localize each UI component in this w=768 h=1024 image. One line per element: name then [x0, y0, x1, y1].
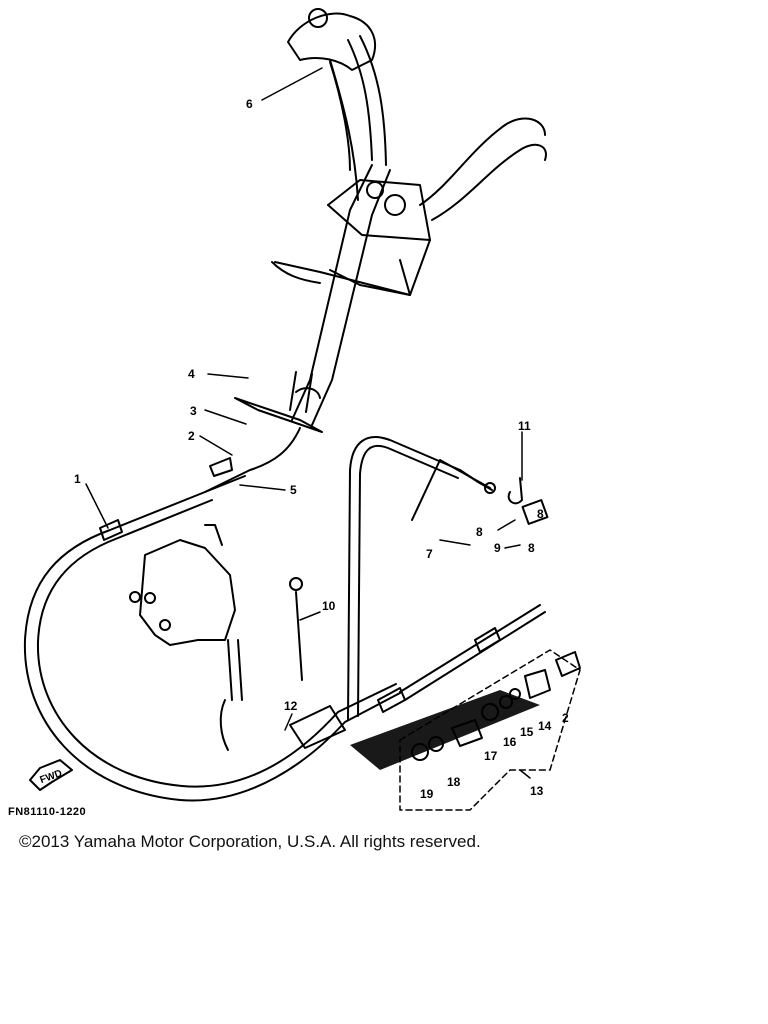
callout-5: 5 [290, 483, 297, 497]
callout-11: 11 [518, 419, 531, 433]
plate [411, 459, 491, 521]
fitting-parts [350, 651, 581, 770]
throttle-housing [287, 8, 387, 166]
callout-2b: 2 [562, 711, 569, 725]
callout-12: 12 [284, 699, 298, 713]
fitting-parts-box [399, 649, 581, 811]
callout-13: 13 [530, 784, 544, 798]
callout-17: 17 [484, 749, 498, 763]
fwd-arrow-icon [29, 759, 73, 791]
callout-3: 3 [190, 404, 197, 418]
callout-8b: 8 [528, 541, 535, 555]
cable-tie [289, 577, 303, 681]
engine-block [129, 524, 243, 751]
callout-8c: 8 [537, 507, 544, 521]
callout-9: 9 [494, 541, 501, 555]
callout-10: 10 [322, 599, 336, 613]
leader-lines [85, 67, 531, 779]
callout-2: 2 [188, 429, 195, 443]
callout-4: 4 [188, 367, 195, 381]
parts-diagram: 1 2 3 4 5 6 7 8 9 10 11 12 13 14 15 16 1… [23, 8, 581, 811]
callout-1: 1 [74, 472, 81, 486]
cable-bracket [234, 371, 323, 433]
callout-8: 8 [476, 525, 483, 539]
throttle-cable-loop [23, 427, 401, 802]
column-bracket [271, 179, 431, 296]
steering-cable [289, 436, 546, 749]
callout-14: 14 [538, 719, 552, 733]
callout-19: 19 [420, 787, 434, 801]
copyright-notice: ©2013 Yamaha Motor Corporation, U.S.A. A… [19, 832, 481, 851]
handle-pole [291, 59, 547, 426]
callout-18: 18 [447, 775, 461, 789]
callout-7: 7 [426, 547, 433, 561]
callout-15: 15 [520, 725, 534, 739]
callout-6: 6 [246, 97, 253, 111]
callout-16: 16 [503, 735, 517, 749]
figure-code: FN81110-1220 [8, 806, 87, 818]
throttle-cable-upper [329, 61, 351, 171]
